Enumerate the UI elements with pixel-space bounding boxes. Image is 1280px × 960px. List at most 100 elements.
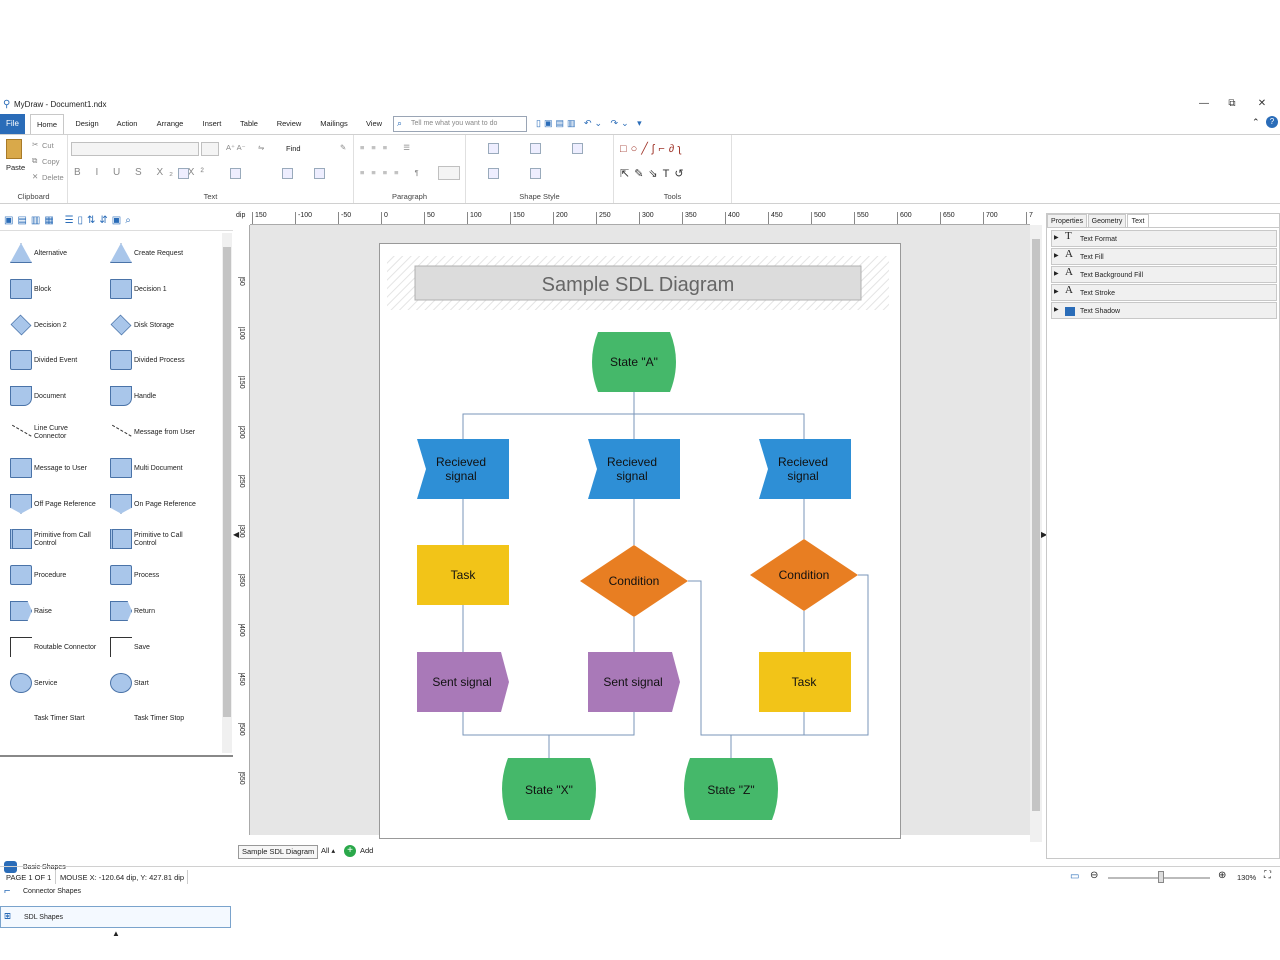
shape-group-icon[interactable]	[530, 168, 541, 179]
tab-file[interactable]: File	[0, 114, 25, 134]
shapes-panel-toolbar[interactable]: ▣▤▥▦ ☰▯⇅⇵▣⌕	[0, 213, 233, 231]
state-x-node[interactable]: State "X"	[502, 758, 596, 820]
expand-panel-icon[interactable]: ▲	[112, 929, 120, 938]
page-tab-current[interactable]: Sample SDL Diagram	[238, 845, 319, 859]
shape-item[interactable]: Message from User	[100, 418, 200, 454]
shape-item[interactable]: Primitive from Call Control	[0, 525, 100, 555]
expand-arrow-icon[interactable]: ▶	[1054, 235, 1059, 241]
format-painter-icon[interactable]: ✎	[340, 143, 347, 152]
drawing-tools-icons[interactable]: □○╱ʃ⌐∂ʅ	[620, 143, 685, 155]
text-stroke-section[interactable]: Text Stroke	[1051, 284, 1277, 301]
close-button[interactable]: ✕	[1257, 98, 1267, 109]
canvas-scroll-thumb[interactable]	[1032, 239, 1040, 811]
task-1[interactable]: Task	[417, 545, 509, 605]
search-input[interactable]: Tell me what you want to do	[393, 116, 527, 132]
shape-shadow-icon[interactable]	[572, 143, 583, 154]
tab-insert[interactable]: Insert	[202, 119, 222, 128]
fit-page-icon[interactable]: ▭	[1070, 871, 1080, 882]
state-a-node[interactable]: State "A"	[592, 332, 676, 392]
cut-button[interactable]: Cut	[42, 141, 54, 150]
tab-view[interactable]: View	[365, 119, 383, 128]
condition-2[interactable]: Condition	[750, 539, 858, 611]
align-top-icons[interactable]: ≡≡≡ ☰	[360, 143, 417, 152]
collapse-ribbon-icon[interactable]: ⌃	[1252, 117, 1260, 127]
text-shadow-icon[interactable]	[314, 168, 325, 179]
shape-item[interactable]: Off Page Reference	[0, 490, 100, 520]
help-icon[interactable]: ?	[1266, 116, 1278, 128]
condition-1-shape[interactable]	[580, 545, 688, 617]
shape-item[interactable]: Return	[100, 597, 200, 627]
shape-item[interactable]: On Page Reference	[100, 490, 200, 520]
sent-signal-2-shape[interactable]	[588, 652, 680, 712]
expand-arrow-icon[interactable]: ▶	[1054, 289, 1059, 295]
tab-home[interactable]: Home	[30, 114, 64, 134]
shape-arrange-icon[interactable]	[488, 168, 499, 179]
shape-item[interactable]: Routable Connector	[0, 633, 100, 663]
shape-line-icon[interactable]	[530, 143, 541, 154]
shape-item[interactable]: Message to User	[0, 454, 100, 484]
shape-item[interactable]: Service	[0, 669, 100, 699]
tab-arrange[interactable]: Arrange	[156, 119, 184, 128]
expand-arrow-icon[interactable]: ▶	[1054, 253, 1059, 259]
shape-item[interactable]: Block	[0, 275, 100, 305]
shape-item[interactable]: Divided Event	[0, 346, 100, 376]
shape-item[interactable]: Raise	[0, 597, 100, 627]
received-signal-2-shape[interactable]	[588, 439, 680, 499]
tab-action[interactable]: Action	[116, 119, 138, 128]
shape-item[interactable]: Task Timer Stop	[100, 704, 200, 734]
shape-item[interactable]: Process	[100, 561, 200, 591]
shape-item[interactable]: Divided Process	[100, 346, 200, 376]
find-button[interactable]: Find	[286, 144, 301, 153]
text-shadow-section[interactable]: Text Shadow	[1051, 302, 1277, 319]
sent-signal-1-shape[interactable]	[417, 652, 509, 712]
paste-button[interactable]: Paste	[6, 163, 26, 172]
category-basic-shapes[interactable]: Basic Shapes	[23, 864, 66, 871]
shapes-toolbar-icons[interactable]: ▣▤▥▦ ☰▯⇅⇵▣⌕	[4, 215, 135, 226]
zoom-in-icon[interactable]: ⊕	[1218, 870, 1227, 881]
add-page-icon[interactable]: +	[344, 845, 356, 857]
tab-design[interactable]: Design	[75, 119, 99, 128]
shape-item[interactable]: Line Curve Connector	[0, 418, 100, 454]
task-2[interactable]: Task	[759, 652, 851, 712]
tab-table[interactable]: Table	[240, 119, 258, 128]
text-bg-icon[interactable]	[282, 168, 293, 179]
text-format-section[interactable]: Text Format	[1051, 230, 1277, 247]
shape-item[interactable]: Save	[100, 633, 200, 663]
minimize-button[interactable]: —	[1199, 98, 1209, 109]
tab-properties[interactable]: Properties	[1047, 214, 1087, 228]
align-horizontal-icons[interactable]: ≡≡≡≡ ¶	[360, 168, 426, 177]
condition-1[interactable]: Condition	[580, 545, 688, 617]
pointer-tool-icons[interactable]: ⇱✎⇘T↺	[620, 168, 689, 180]
received-signal-3-shape[interactable]	[759, 439, 851, 499]
shape-item[interactable]: Handle	[100, 382, 200, 412]
maximize-button[interactable]: ⧉	[1228, 98, 1236, 109]
delete-button[interactable]: Delete	[42, 173, 64, 182]
quick-access-toolbar[interactable]: ▯▣▤▥ ↶⌄ ↷⌄ ▾	[536, 118, 645, 128]
category-sdl-shapes[interactable]: SDL Shapes	[0, 906, 231, 928]
canvas-scrollbar[interactable]	[1030, 225, 1042, 843]
collapse-right-panel-icon[interactable]: ▶	[1041, 530, 1048, 539]
shape-item[interactable]: Task Timer Start	[0, 704, 100, 734]
collapse-left-panel-icon[interactable]: ◀	[233, 530, 240, 539]
font-size-combo[interactable]	[201, 142, 219, 156]
paragraph-spacing-combo[interactable]	[438, 166, 460, 180]
add-page-button[interactable]: Add	[360, 846, 374, 855]
shape-item[interactable]: Document	[0, 382, 100, 412]
all-pages-button[interactable]: All ▴	[321, 846, 336, 855]
fullscreen-icon[interactable]: ⛶	[1264, 870, 1271, 881]
tab-geometry[interactable]: Geometry	[1088, 214, 1126, 228]
font-family-combo[interactable]	[71, 142, 199, 156]
task-1-shape[interactable]	[417, 545, 509, 605]
shape-item[interactable]: Start	[100, 669, 200, 699]
zoom-slider-thumb[interactable]	[1158, 871, 1164, 883]
shapes-scrollbar[interactable]	[222, 233, 232, 753]
text-background-fill-section[interactable]: Text Background Fill	[1051, 266, 1277, 283]
shape-item[interactable]: Alternative	[0, 239, 100, 269]
shape-item[interactable]: Disk Storage	[100, 311, 200, 341]
shape-item[interactable]: Procedure	[0, 561, 100, 591]
shape-item[interactable]: Decision 2	[0, 311, 100, 341]
shape-item[interactable]: Create Request	[100, 239, 200, 269]
